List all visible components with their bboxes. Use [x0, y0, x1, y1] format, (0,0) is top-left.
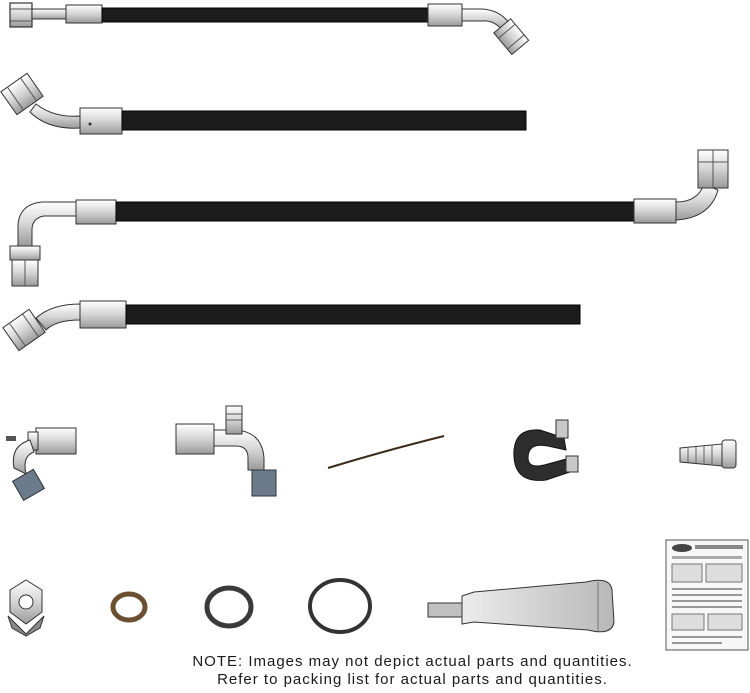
disclaimer-line-1: NOTE: Images may not depict actual parts… [192, 653, 633, 670]
instruction-sheet-icon [665, 539, 749, 651]
bolt-icon [679, 439, 737, 469]
disclaimer-line-2: Refer to packing list for actual parts a… [217, 671, 608, 688]
hose-assembly-4 [2, 300, 581, 352]
lubricant-tube-icon [427, 579, 615, 633]
wire-tie-icon [327, 435, 445, 469]
fitting-45-icon [6, 427, 77, 502]
o-ring-medium-icon [204, 585, 254, 629]
hose-assembly-3 [9, 149, 729, 287]
o-ring-small-icon [110, 591, 148, 623]
p-clamp-icon [513, 419, 579, 481]
lock-nut-icon [7, 579, 45, 637]
fitting-90-service-port-icon [175, 405, 277, 497]
o-ring-large-icon [308, 578, 372, 634]
hose-assembly-1 [9, 2, 530, 56]
hose-assembly-2 [0, 72, 527, 135]
